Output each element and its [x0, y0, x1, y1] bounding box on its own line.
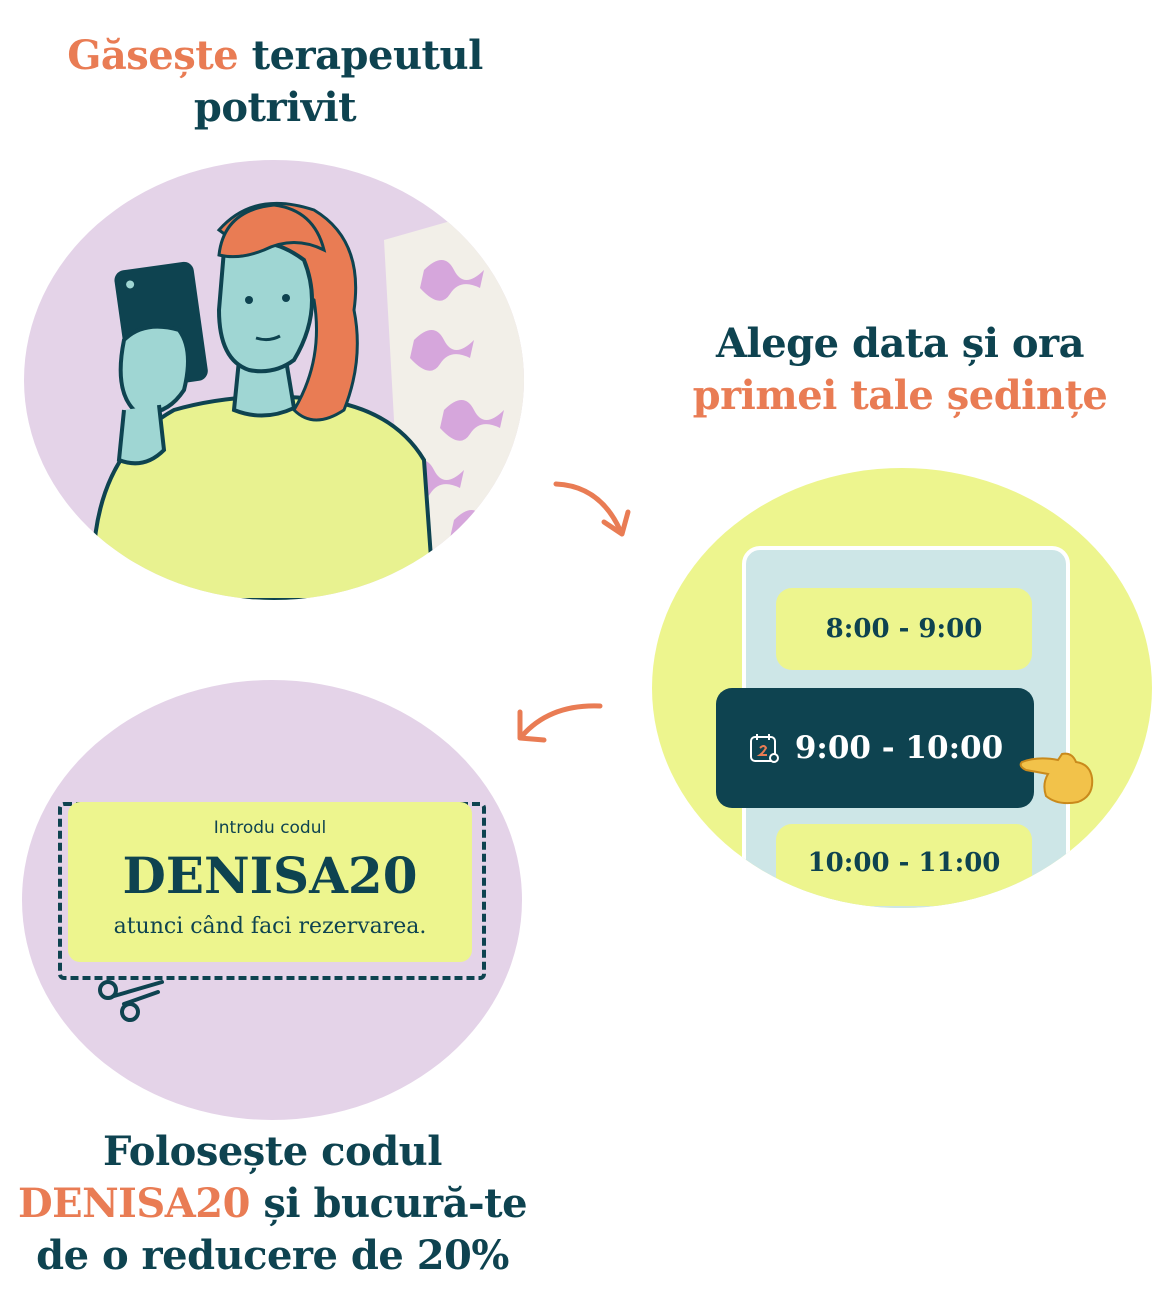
- time-slot[interactable]: 10:00 - 11:00: [776, 824, 1032, 906]
- step1-title-rest: terapeutul: [238, 32, 484, 79]
- time-slot[interactable]: 8:00 - 9:00: [776, 588, 1032, 670]
- time-slot-selected[interactable]: 9:00 - 10:00: [716, 688, 1034, 808]
- step1-title: Găsește terapeutul potrivit: [30, 30, 520, 134]
- pointing-hand-icon: [1019, 752, 1094, 805]
- curved-arrow-icon: [553, 481, 631, 537]
- step3-title-line1: Folosește codul: [103, 1128, 442, 1175]
- step2-title-line1: Alege data și ora: [715, 320, 1085, 367]
- coupon-intro: Introdu codul: [213, 818, 327, 838]
- step2-title: Alege data și ora primei tale ședințe: [640, 318, 1160, 422]
- time-slot-label: 8:00 - 9:00: [825, 614, 983, 644]
- step2-title-accent: primei tale ședințe: [692, 372, 1108, 419]
- woman-with-phone-illustration: [91, 200, 524, 600]
- schedule-illustration: 8:00 - 9:00 10:00 - 11:00 9:00 - 10:00: [652, 468, 1152, 908]
- coupon-code: DENISA20: [122, 846, 418, 905]
- time-slot-label: 10:00 - 11:00: [807, 848, 1001, 878]
- coupon-note: atunci când faci rezervarea.: [113, 914, 427, 939]
- step1-title-accent: Găsește: [67, 32, 239, 79]
- curved-arrow-icon: [517, 703, 603, 743]
- calendar-icon: [749, 734, 779, 763]
- step3-title-accent: DENISA20: [17, 1180, 251, 1227]
- step1-title-line2: potrivit: [193, 84, 357, 131]
- step3-title-line2-rest: și bucură-te: [249, 1180, 528, 1227]
- time-slot-label: 9:00 - 10:00: [794, 730, 1004, 766]
- step3-title-line3: de o reducere de 20%: [36, 1232, 509, 1279]
- coupon-illustration: Introdu codul DENISA20 atunci când faci …: [22, 680, 522, 1120]
- coupon-card: Introdu codul DENISA20 atunci când faci …: [68, 802, 472, 962]
- step3-title: Folosește codul DENISA20 și bucură-te de…: [0, 1126, 545, 1282]
- scissors-icon: [98, 980, 164, 1022]
- woman-illustration: [24, 160, 524, 600]
